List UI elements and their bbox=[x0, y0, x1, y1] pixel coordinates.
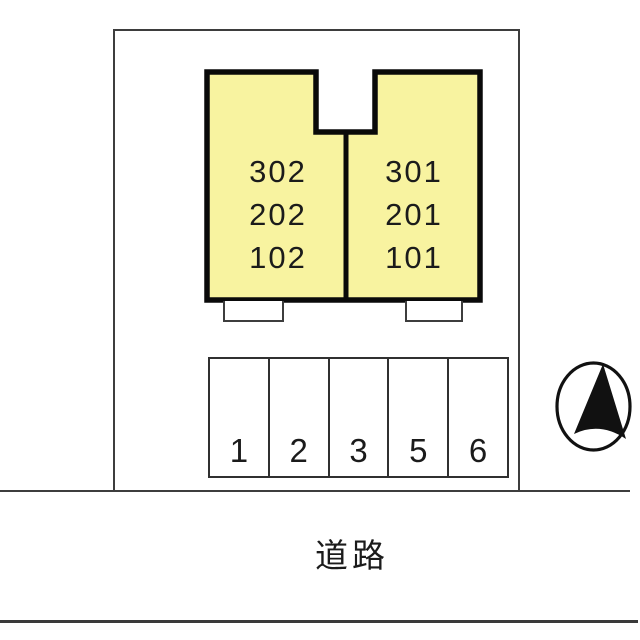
road-label: 道路 bbox=[315, 536, 389, 575]
stall-number: 1 bbox=[229, 432, 249, 469]
unit-number-201: 201 bbox=[385, 197, 443, 232]
unit-number-202: 202 bbox=[249, 197, 307, 232]
unit-number-301: 301 bbox=[385, 154, 443, 189]
parking-stall-1: 1 bbox=[210, 359, 270, 476]
stall-number: 2 bbox=[289, 432, 308, 469]
compass-needle bbox=[574, 364, 626, 439]
road-near-edge-line bbox=[0, 490, 630, 492]
unit-right-labels: 301 201 101 bbox=[348, 150, 478, 279]
stall-number: 6 bbox=[468, 432, 488, 469]
parking-stall-3: 3 bbox=[330, 359, 390, 476]
north-arrow-icon bbox=[555, 361, 632, 452]
parking-stall-5: 5 bbox=[389, 359, 450, 476]
stall-number: 3 bbox=[349, 432, 368, 469]
road-far-edge-line bbox=[0, 620, 638, 623]
entrance-porch-right bbox=[405, 301, 463, 322]
parking-stall-6: 6 bbox=[449, 359, 507, 476]
compass-circle bbox=[555, 361, 632, 452]
stall-number: 5 bbox=[409, 432, 428, 469]
unit-number-302: 302 bbox=[249, 154, 307, 189]
unit-number-102: 102 bbox=[249, 240, 307, 275]
parking-stall-2: 2 bbox=[270, 359, 330, 476]
building-footprint bbox=[204, 69, 483, 303]
parking-area: 1 2 3 5 6 bbox=[208, 357, 509, 478]
entrance-porch-left bbox=[223, 301, 284, 322]
unit-left-labels: 302 202 102 bbox=[212, 150, 342, 279]
unit-number-101: 101 bbox=[385, 240, 443, 275]
